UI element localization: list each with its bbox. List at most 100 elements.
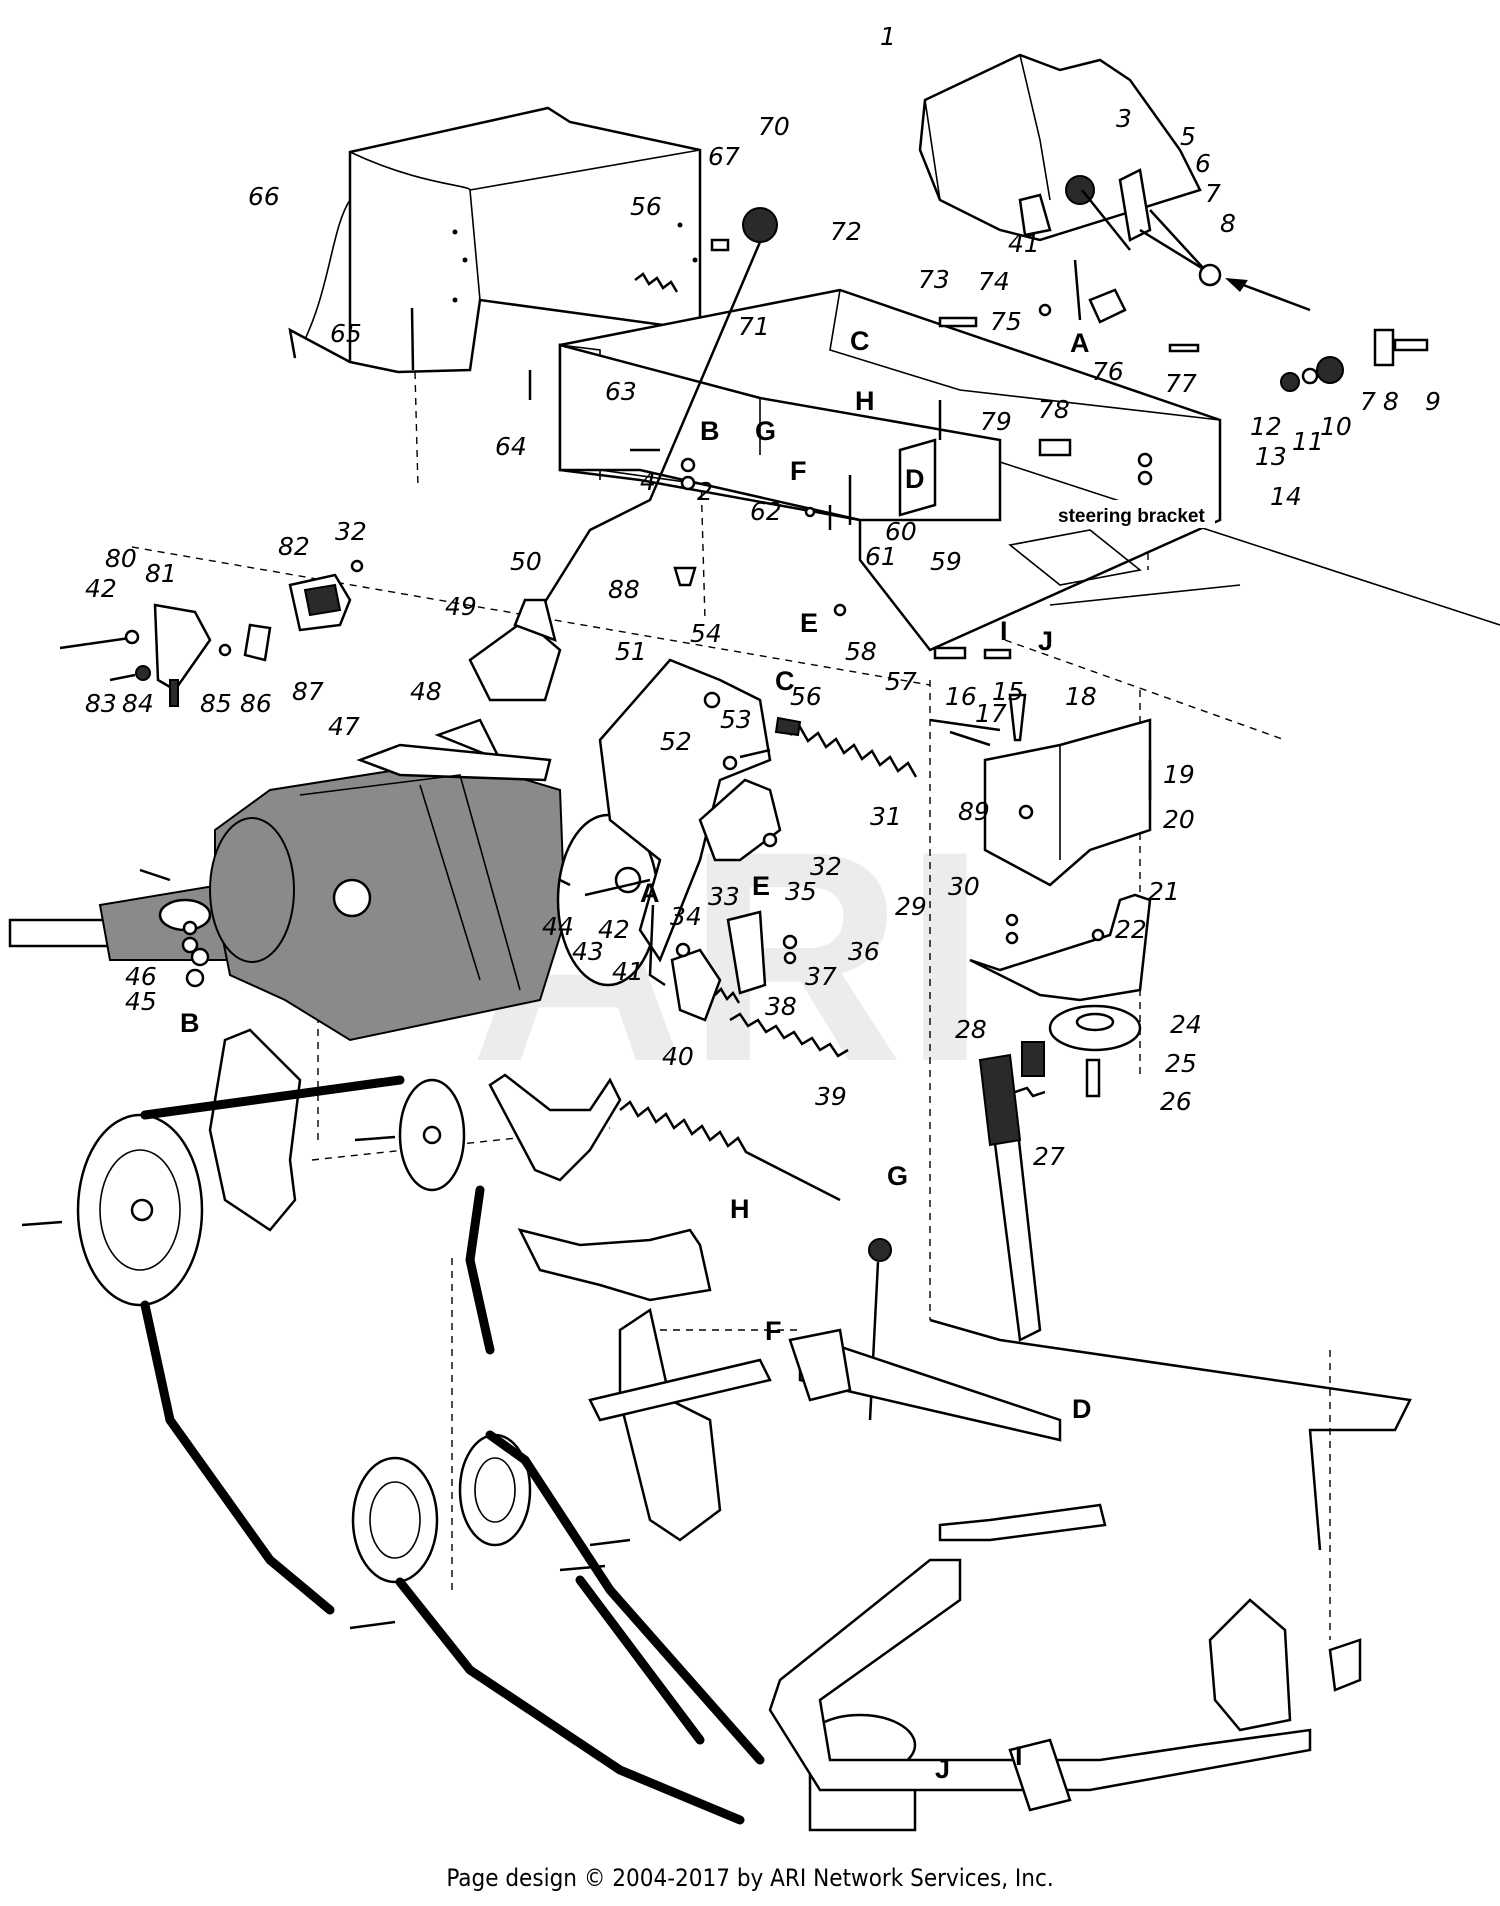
label-42a: 42 (85, 574, 117, 603)
ref-j-lower: J (935, 1754, 950, 1784)
label-86: 86 (240, 689, 272, 718)
ref-h-lower: H (730, 1194, 750, 1224)
nut-part-22 (1091, 928, 1105, 942)
nut-part-45 (181, 936, 199, 954)
stud-part-18 (1008, 693, 1027, 742)
nut-part-62 (804, 506, 816, 518)
label-83: 83 (85, 689, 117, 718)
control-console-part-1 (918, 53, 1202, 242)
label-85: 85 (200, 689, 232, 718)
steering-bracket-callout: steering bracket (999, 461, 1500, 626)
bolt-part-65 (410, 307, 415, 371)
label-31: 31 (870, 802, 902, 831)
gasket-part-48 (434, 718, 503, 763)
ref-f-top: F (790, 456, 807, 486)
label-4: 4 (640, 467, 656, 496)
label-8a: 8 (1220, 209, 1236, 238)
spring-part-39 (729, 1012, 849, 1058)
lever-part-41 (1073, 189, 1131, 321)
ref-i-lower: I (1015, 1741, 1023, 1771)
ref-c-mid: C (775, 666, 795, 696)
pin-part-44 (559, 878, 571, 887)
label-15: 15 (992, 677, 1024, 706)
nut-part-75 (1038, 303, 1052, 317)
label-76: 76 (1092, 357, 1124, 386)
ref-d-top: D (905, 464, 925, 494)
label-13: 13 (1255, 442, 1287, 471)
switch-part-76 (1088, 288, 1127, 324)
label-41a: 41 (1008, 229, 1040, 258)
long-control-rod (929, 1318, 1412, 1551)
label-50: 50 (510, 547, 542, 576)
label-26: 26 (1160, 1087, 1192, 1116)
label-25: 25 (1165, 1049, 1197, 1078)
label-14: 14 (1270, 482, 1302, 511)
bracket-part-5 (1118, 168, 1152, 242)
reference-letters: A C B G H F D E I J C A E B G H F D I J (180, 326, 1092, 1784)
label-45: 45 (125, 987, 157, 1016)
bolt-part-52 (739, 748, 771, 759)
label-80: 80 (105, 544, 137, 573)
drive-belt-lower (395, 1430, 765, 1825)
bolt-part-73 (938, 316, 978, 328)
spring-part-31 (789, 725, 918, 778)
label-81: 81 (145, 559, 177, 588)
label-78: 78 (1038, 395, 1070, 424)
label-59: 59 (930, 547, 962, 576)
label-3: 3 (1116, 104, 1132, 133)
bracket-lower-right (1208, 1598, 1292, 1732)
label-30: 30 (948, 872, 980, 901)
label-11: 11 (1292, 427, 1324, 456)
nut-part-32b (762, 832, 778, 848)
switch-assembly-parts-80-87 (59, 559, 364, 707)
dash-panel-part-71 (558, 343, 1002, 522)
label-37: 37 (805, 962, 837, 991)
label-32b: 32 (810, 852, 842, 881)
steering-bracket-label: steering bracket (1058, 506, 1205, 527)
ref-h-top: H (855, 386, 875, 416)
ref-f-lower: F (765, 1316, 782, 1346)
label-7b: 7 (1360, 387, 1376, 416)
bracket-part-35 (726, 910, 767, 995)
shift-rod-part-50 (538, 241, 762, 611)
bolt-lower-left (21, 1220, 63, 1227)
label-38: 38 (765, 992, 797, 1021)
bolt-part-9 (1393, 338, 1429, 352)
ref-g-lower: G (887, 1161, 908, 1191)
label-22: 22 (1115, 915, 1147, 944)
ref-e-top: E (800, 608, 818, 638)
label-89: 89 (958, 797, 990, 826)
label-56a: 56 (630, 192, 662, 221)
label-18: 18 (1065, 682, 1097, 711)
idler-bracket-lower (488, 1073, 622, 1182)
bolt-part-67 (710, 238, 730, 252)
ref-g-top: G (755, 416, 776, 446)
label-7a: 7 (1205, 179, 1221, 208)
ref-d-lower: D (1072, 1394, 1092, 1424)
label-40: 40 (662, 1042, 694, 1071)
label-20: 20 (1163, 805, 1195, 834)
label-67: 67 (708, 142, 740, 171)
label-58: 58 (845, 637, 877, 666)
label-87: 87 (292, 677, 324, 706)
label-5: 5 (1180, 122, 1196, 151)
washer-part-11 (1301, 367, 1319, 385)
label-63: 63 (605, 377, 637, 406)
bracket-part-7b (1373, 328, 1395, 367)
label-28: 28 (955, 1015, 987, 1044)
label-71: 71 (738, 312, 770, 341)
label-1: 1 (880, 22, 896, 51)
spacer-part-28 (1021, 1041, 1045, 1077)
label-74: 74 (978, 267, 1010, 296)
handle-bar-lower (938, 1503, 1107, 1542)
label-62: 62 (750, 497, 782, 526)
label-66: 66 (248, 182, 280, 211)
label-16: 16 (945, 682, 977, 711)
ref-a-mid: A (640, 878, 660, 908)
label-73: 73 (918, 265, 950, 294)
bolt-part-42b (584, 878, 651, 897)
drive-belt-upper (140, 1075, 495, 1615)
spring-part-56b (774, 716, 802, 737)
label-75: 75 (990, 307, 1022, 336)
transaxle-part-47 (8, 743, 567, 1042)
